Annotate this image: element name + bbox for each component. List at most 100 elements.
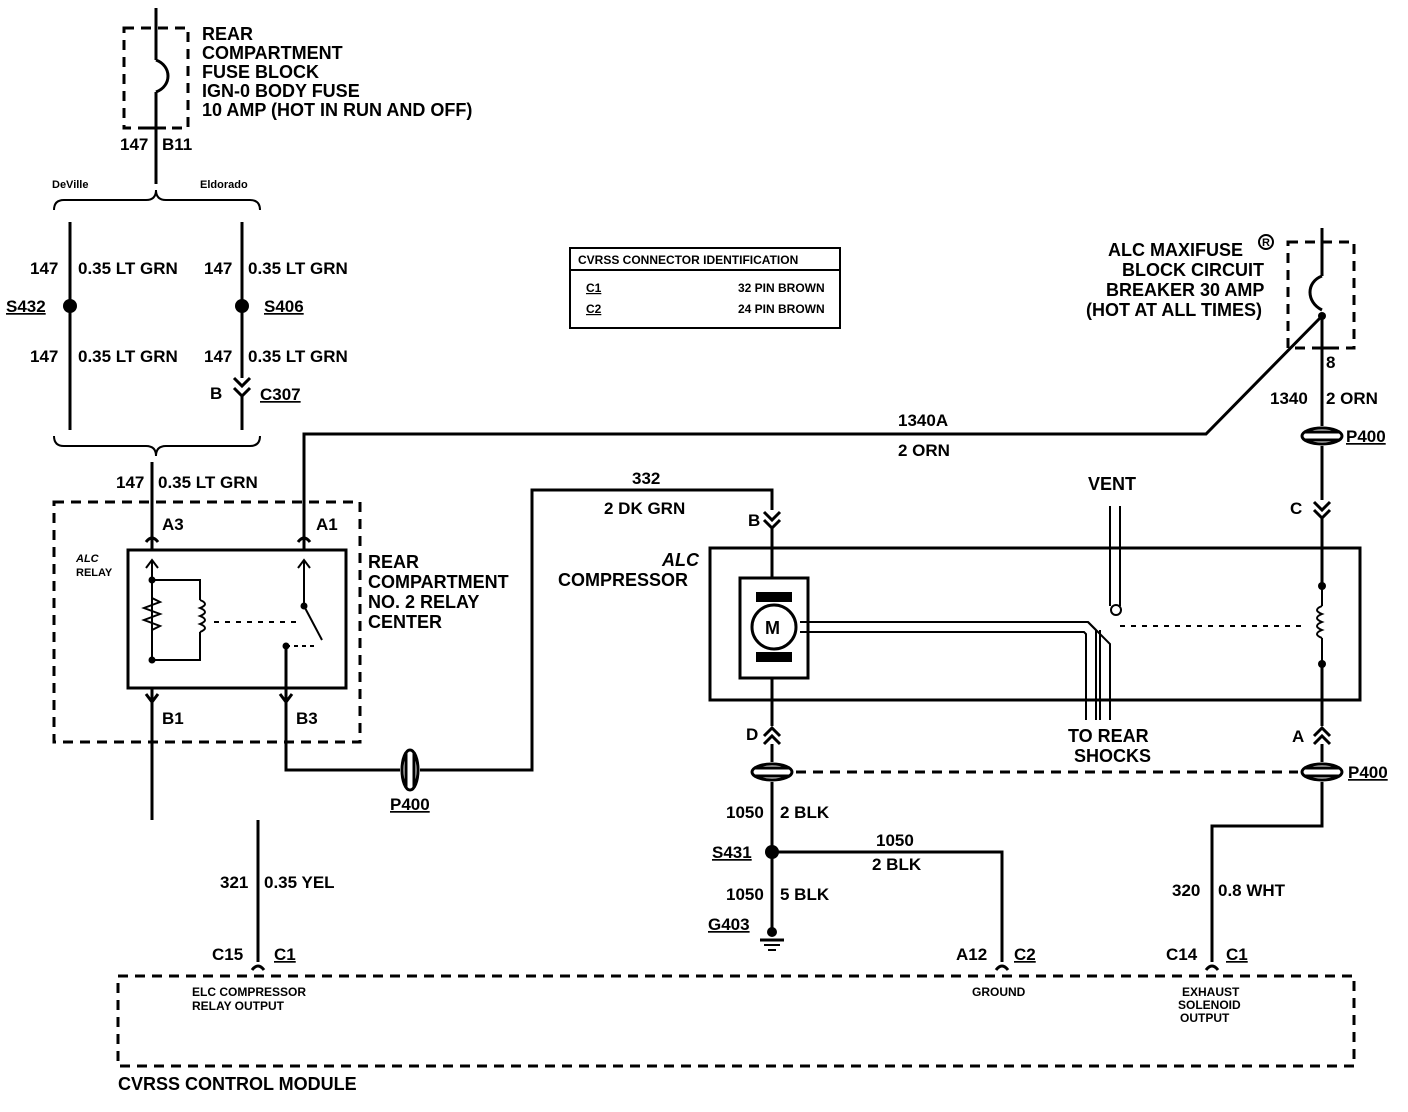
relay-pin-a3: A3 (162, 515, 184, 534)
w332-gauge: 2 DK GRN (604, 499, 685, 518)
conn-table-row1-desc: 32 PIN BROWN (738, 281, 825, 295)
shocks-line2: SHOCKS (1074, 746, 1151, 766)
relay-center-line2: COMPARTMENT (368, 572, 509, 592)
motor-frame (738, 576, 810, 680)
pin-c14-desc3: OUTPUT (1180, 1011, 1230, 1025)
w320-circuit: 320 (1172, 881, 1200, 900)
relay-pin-a1: A1 (316, 515, 338, 534)
pin-c14: C14 (1166, 945, 1198, 964)
relay-center-outline (52, 500, 362, 744)
p400-top: P400 (1346, 427, 1386, 446)
w1050a-gauge: 2 BLK (780, 803, 830, 822)
w1340-circuit: 1340 (1270, 389, 1308, 408)
compressor-label-line2: COMPRESSOR (558, 570, 688, 590)
w147-relay-gauge: 0.35 LT GRN (158, 473, 258, 492)
comp-pin-b: B (748, 511, 760, 530)
c307-pin: B (210, 384, 222, 403)
circuit-breaker-icon (1308, 274, 1323, 312)
w147-s406-top-circuit: 147 (204, 259, 232, 278)
w1050c-circuit: 1050 (726, 885, 764, 904)
p400-right: P400 (1348, 763, 1388, 782)
relay-label-line1: ALC (75, 553, 100, 565)
w321-circuit: 321 (220, 873, 248, 892)
fuse-terminal-b11: B11 (162, 135, 192, 154)
fuse-block-line2: COMPARTMENT (202, 43, 343, 63)
w147-s432-bot-circuit: 147 (30, 347, 58, 366)
connector-id-table: CVRSS CONNECTOR IDENTIFICATION C1 32 PIN… (569, 247, 841, 329)
fuse-circuit-147: 147 (120, 135, 148, 154)
w1340a-circuit: 1340A (898, 411, 948, 430)
alc-relay-box (126, 548, 348, 690)
maxifuse-line3: BREAKER 30 AMP (1106, 280, 1264, 300)
w1050c-gauge: 5 BLK (780, 885, 830, 904)
fuse-block-line1: REAR (202, 24, 253, 44)
maxifuse-line4: (HOT AT ALL TIMES) (1086, 300, 1262, 320)
top-brace (53, 189, 261, 211)
relay-center-line3: NO. 2 RELAY (368, 592, 479, 612)
motor-icon (750, 603, 798, 651)
pin-a12-desc: GROUND (972, 985, 1026, 999)
relay-label-line2: RELAY (76, 567, 113, 579)
p400-bottom-right-connector (1300, 762, 1344, 782)
vent-label: VENT (1088, 474, 1136, 494)
splice-s406-dot (235, 299, 249, 313)
w147-s406-bot-circuit: 147 (204, 347, 232, 366)
relay-center-line1: REAR (368, 552, 419, 572)
cvrss-control-module: CVRSS CONTROL MODULE C15 C1 ELC COMPRESS… (116, 945, 1356, 1094)
module-name: CVRSS CONTROL MODULE (118, 1074, 357, 1094)
pin-a12: A12 (956, 945, 987, 964)
splice-s432: S432 (6, 297, 46, 316)
variant-deville: DeVille (52, 179, 89, 191)
conn-table-row2-id: C2 (586, 302, 602, 316)
module-outline (116, 974, 1356, 1068)
w320-gauge: 0.8 WHT (1218, 881, 1286, 900)
p400-pin-c: C (1290, 499, 1302, 518)
w147-s406-bot-gauge: 0.35 LT GRN (248, 347, 348, 366)
ground-icon (760, 927, 784, 951)
pin-a12-conn: C2 (1014, 945, 1036, 964)
relay-coil-icon (197, 599, 206, 633)
fuse-block-line3: FUSE BLOCK (202, 62, 319, 82)
pin-b1-icon (144, 693, 160, 705)
w147-s406-top-gauge: 0.35 LT GRN (248, 259, 348, 278)
p400-top-connector (1300, 426, 1344, 446)
connector-c307 (232, 376, 252, 430)
w1050b-gauge: 2 BLK (872, 855, 922, 874)
pin-c14-desc2: SOLENOID (1178, 998, 1241, 1012)
w147-s432-top-circuit: 147 (30, 259, 58, 278)
ground-g403: G403 (708, 915, 750, 934)
pin-c15-desc1: ELC COMPRESSOR (192, 985, 306, 999)
relay-center: ALC RELAY A3 A1 B1 B3 REAR COMP (52, 438, 509, 744)
maxifuse-pin: 8 (1326, 353, 1335, 372)
p400-pin-a: A (1292, 727, 1304, 746)
w1340a-gauge: 2 ORN (898, 441, 950, 460)
splice-s406: S406 (264, 297, 304, 316)
compressor-label-line1: ALC (661, 550, 700, 570)
w1340-gauge: 2 ORN (1326, 389, 1378, 408)
w147-s432-top-gauge: 0.35 LT GRN (78, 259, 178, 278)
alc-maxifuse: ALC MAXIFUSE R BLOCK CIRCUIT BREAKER 30 … (1086, 228, 1356, 426)
motor-label: M (765, 618, 780, 638)
pin-c14-conn: C1 (1226, 945, 1248, 964)
compressor-housing (708, 546, 1362, 702)
splice-s431: S431 (712, 843, 752, 862)
w321-gauge: 0.35 YEL (264, 873, 335, 892)
w147-s432-bot-gauge: 0.35 LT GRN (78, 347, 178, 366)
c307-label: C307 (260, 385, 301, 404)
w332-circuit: 332 (632, 469, 660, 488)
w1050a-circuit: 1050 (726, 803, 764, 822)
relay-switch-arm (303, 605, 323, 641)
relay-resistor-icon (141, 597, 163, 631)
maxifuse-line1: ALC MAXIFUSE (1108, 240, 1243, 260)
conn-table-row1-id: C1 (586, 281, 602, 295)
conn-table-row2-desc: 24 PIN BROWN (738, 302, 825, 316)
p400-left-connector (400, 748, 420, 792)
conn-table-title: CVRSS CONNECTOR IDENTIFICATION (578, 253, 798, 267)
w147-relay-circuit: 147 (116, 473, 144, 492)
p400-left: P400 (390, 795, 430, 814)
rear-fuse-block: REAR COMPARTMENT FUSE BLOCK IGN-0 BODY F… (120, 8, 472, 184)
shocks-line1: TO REAR (1068, 726, 1149, 746)
relay-pin-b3: B3 (296, 709, 318, 728)
variant-bracket: DeVille Eldorado (52, 179, 261, 457)
